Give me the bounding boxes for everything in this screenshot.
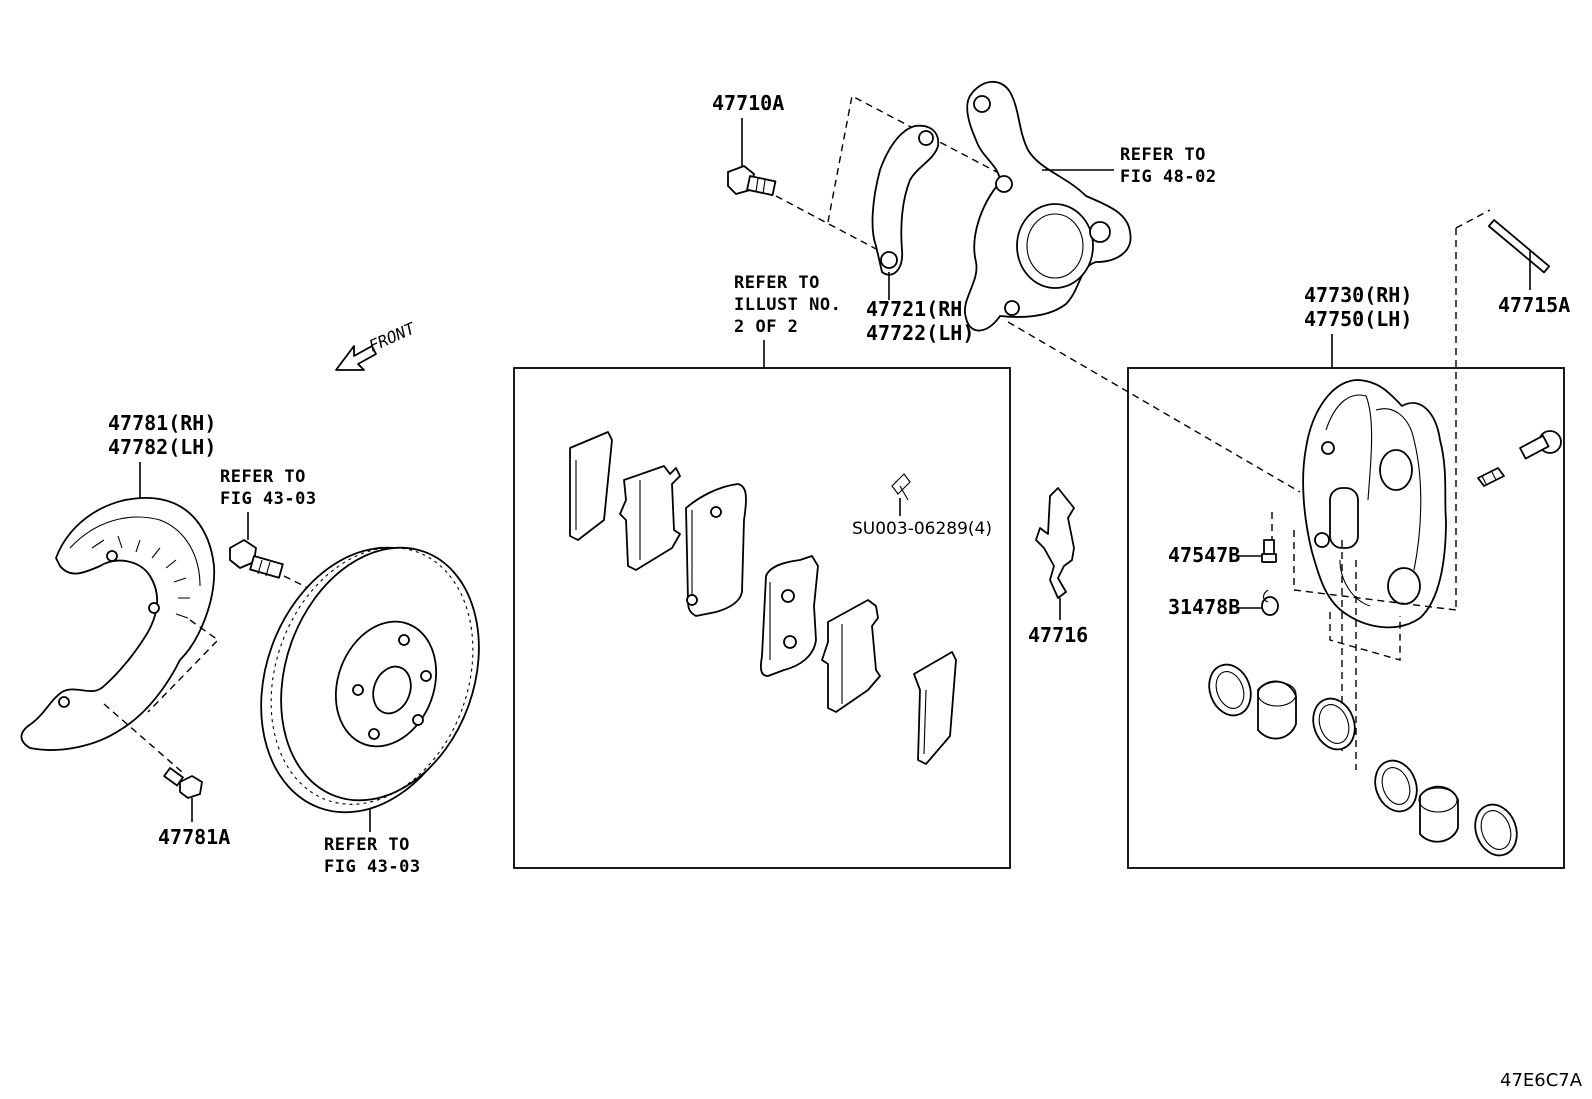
front-direction-label: FRONT [366, 318, 419, 356]
pads-refer-line2[interactable]: ILLUST NO. [734, 295, 841, 315]
dash-caliper-lower [1329, 612, 1401, 661]
pad-shim-outer-left [569, 431, 613, 541]
bleeder-screw-icon [1261, 539, 1277, 563]
pad-shim-inner-right [821, 599, 881, 713]
dust-shield-part [20, 497, 216, 751]
caliper-group-box [1127, 367, 1565, 869]
label-47781a[interactable]: 47781A [158, 825, 230, 849]
rotor-refer-line1[interactable]: REFER TO [324, 835, 410, 855]
dash-shield-bolt [103, 619, 220, 773]
label-47547b[interactable]: 47547B [1168, 543, 1240, 567]
brake-pad-kit-box [513, 367, 1011, 869]
rotor-refer-line2[interactable]: FIG 43-03 [324, 857, 421, 877]
caliper-plate-icon [1477, 467, 1505, 487]
piston-seal-set-right [1374, 759, 1518, 857]
label-47722-lh[interactable]: 47722(LH) [866, 321, 974, 345]
dash-knuckle-to-caliper [1007, 321, 1301, 493]
dash-arm-outline [827, 94, 1013, 223]
illustration-code: 47E6C7A [1500, 1070, 1583, 1091]
brake-pad-right [760, 555, 819, 677]
hub-bolt-refer-line2[interactable]: FIG 43-03 [220, 489, 317, 509]
knuckle-refer-line1[interactable]: REFER TO [1120, 145, 1206, 165]
piston-seal-set-left [1208, 663, 1356, 751]
steering-knuckle-part [963, 81, 1132, 332]
label-47730-rh[interactable]: 47730(RH) [1304, 283, 1412, 307]
brake-pad-left [685, 483, 747, 617]
pad-shim-inner-left [619, 465, 681, 571]
label-47781-rh[interactable]: 47781(RH) [108, 411, 216, 435]
label-su003-06289[interactable]: SU003-06289(4) [852, 519, 992, 539]
shield-bolt-47781a-icon [163, 767, 203, 799]
pin-47715a-icon [1487, 219, 1551, 274]
caliper-pin-bolt-icon [1519, 430, 1562, 460]
wear-clip-icon [891, 473, 911, 501]
hub-bolt-icon [229, 539, 284, 579]
knuckle-refer-line2[interactable]: FIG 48-02 [1120, 167, 1217, 187]
dash-pin [1455, 209, 1491, 610]
label-47715a[interactable]: 47715A [1498, 293, 1570, 317]
pads-refer-line3[interactable]: 2 OF 2 [734, 317, 798, 337]
label-47782-lh[interactable]: 47782(LH) [108, 435, 216, 459]
pads-refer-line1[interactable]: REFER TO [734, 273, 820, 293]
bolt-47710a-icon [727, 165, 777, 196]
label-31478b[interactable]: 31478B [1168, 595, 1240, 619]
pad-shim-outer-right [913, 651, 957, 765]
label-47721-rh[interactable]: 47721(RH) [866, 297, 974, 321]
bleeder-cap-icon [1261, 589, 1279, 616]
brake-rotor-part [260, 546, 480, 814]
hub-bolt-refer-line1[interactable]: REFER TO [220, 467, 306, 487]
dash-bolt-to-arm [775, 195, 879, 251]
front-arrow-icon [335, 345, 377, 371]
label-47716[interactable]: 47716 [1028, 623, 1088, 647]
dash-caliper-inner [1293, 530, 1457, 611]
label-47710a[interactable]: 47710A [712, 91, 784, 115]
caliper-arm-part [871, 124, 940, 276]
label-47750-lh[interactable]: 47750(LH) [1304, 307, 1412, 331]
pad-spring-47716-icon [1035, 487, 1075, 599]
brake-caliper-part [1302, 379, 1447, 629]
